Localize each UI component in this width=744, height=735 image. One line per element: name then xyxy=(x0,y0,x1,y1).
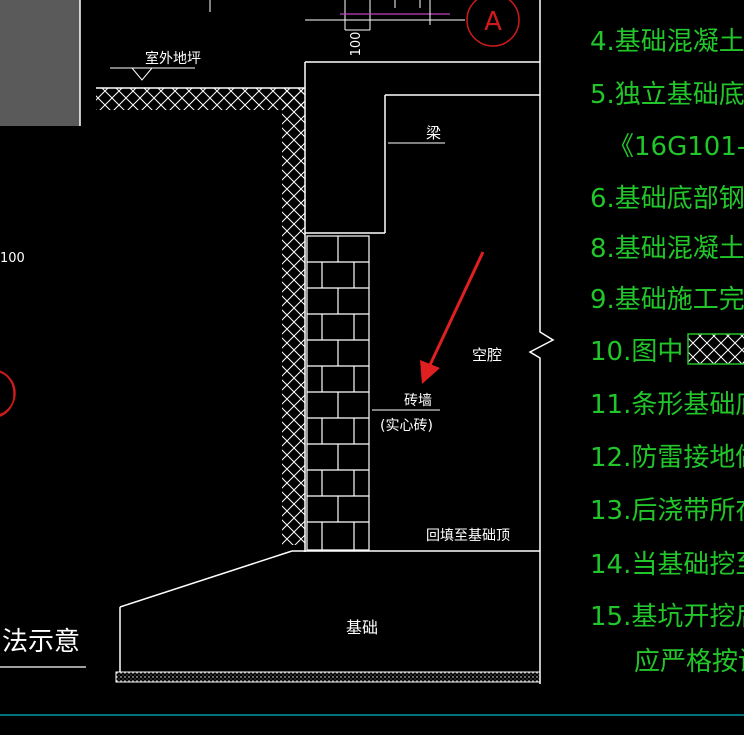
red-arrow xyxy=(420,251,485,384)
left-axis-circle xyxy=(0,371,15,417)
axis-bubble xyxy=(466,0,520,47)
cavity-label: 空腔 xyxy=(472,346,502,364)
hatch-legend-box xyxy=(687,333,744,365)
note-item: 12.防雷接地做法 xyxy=(590,443,744,473)
soil-hatch-wall xyxy=(282,88,305,545)
notes-panel: 4.基础混凝土强度 5.独立基础底部受 《16G101-3 6.基础底部钢筋保 … xyxy=(590,27,744,677)
dim-100-top: 100 xyxy=(349,32,364,57)
soil-hatch-top xyxy=(96,88,305,110)
note-item: 《16G101-3 xyxy=(608,132,744,162)
brick-wall-label: 砖墙 xyxy=(404,393,432,409)
backfill-label: 回填至基础顶 xyxy=(426,527,510,544)
left-title-fragment: 法示意 xyxy=(2,627,80,657)
note-item: 9.基础施工完毕后 xyxy=(590,285,744,315)
note-item: 15.基坑开挖后应 xyxy=(590,602,744,632)
dim-100-left: 100 xyxy=(0,251,25,266)
axis-label: A xyxy=(484,7,502,37)
note-item: 4.基础混凝土强度 xyxy=(590,27,744,57)
beam-label: 梁 xyxy=(426,124,441,142)
note-item: 13.后浇带所在跨 xyxy=(590,496,744,526)
bedding-layer xyxy=(115,671,541,683)
note-item: 14.当基础挖至持 xyxy=(590,550,744,580)
break-line xyxy=(528,0,555,684)
note-item: 6.基础底部钢筋保 xyxy=(590,184,744,214)
note-item: 8.基础混凝土应连 xyxy=(590,234,744,264)
note-item: 11.条形基础底标高 xyxy=(590,390,744,420)
note-item: 应严格按设计 xyxy=(634,647,744,677)
note-item: 5.独立基础底部受 xyxy=(590,80,744,110)
solid-brick-label: (实心砖) xyxy=(380,418,433,434)
gray-panel xyxy=(0,0,80,126)
brick-wall xyxy=(306,235,370,551)
note-item: 10.图中 xyxy=(590,337,683,367)
foundation xyxy=(119,550,293,672)
foundation-label: 基础 xyxy=(346,618,378,637)
outdoor-ground-label: 室外地坪 xyxy=(145,50,201,67)
